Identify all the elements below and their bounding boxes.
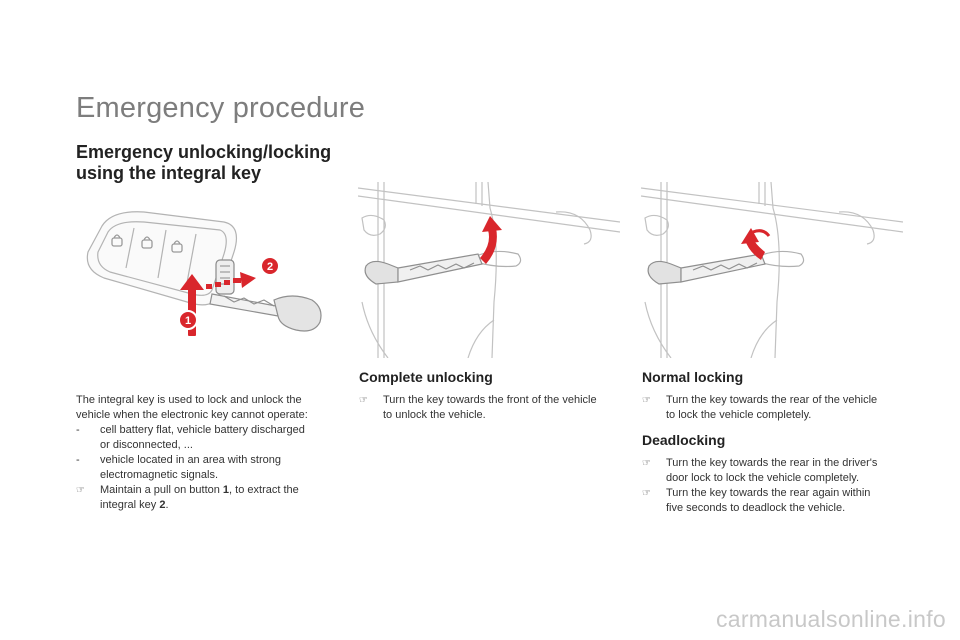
dash-bullet: - xyxy=(76,454,80,466)
instruction-text: Turn the key towards the rear of the veh… xyxy=(666,394,878,406)
pointing-finger-icon: ☞ xyxy=(76,485,85,496)
list-item-text: electromagnetic signals. xyxy=(100,469,219,481)
deadlocking-heading: Deadlocking xyxy=(642,432,726,448)
rotate-forward-arrow-icon xyxy=(480,216,502,264)
section-title: Emergency unlocking/locking using the in… xyxy=(76,142,376,184)
rotate-rearward-arrow-icon xyxy=(741,228,771,260)
badge-2-icon: 2 xyxy=(260,256,280,276)
step-text: integral key xyxy=(100,499,160,511)
dotted-arrow-right-icon xyxy=(206,272,256,289)
list-item-text: or disconnected, ... xyxy=(100,439,193,451)
lock-door-illustration xyxy=(641,182,903,358)
intro-line-1: The integral key is used to lock and unl… xyxy=(76,394,302,406)
instruction-text: Turn the key towards the front of the ve… xyxy=(383,394,597,406)
deadlocking-item-2: ☞ Turn the key towards the rear again wit… xyxy=(642,486,912,516)
normal-locking-text: ☞ Turn the key towards the rear of the ve… xyxy=(642,393,912,423)
instruction-text: Turn the key towards the rear in the dri… xyxy=(666,457,878,469)
list-item-extract-key: ☞ Maintain a pull on button 1, to extract… xyxy=(76,483,356,513)
step-text: . xyxy=(165,499,169,511)
intro-line-2: vehicle when the electronic key cannot o… xyxy=(76,409,308,421)
integral-key-blade-shape xyxy=(209,293,322,332)
list-item-text: cell battery flat, vehicle battery disch… xyxy=(100,424,305,436)
pointing-finger-icon: ☞ xyxy=(642,395,651,406)
unlock-door-illustration xyxy=(358,182,620,358)
watermark: carmanualsonline.info xyxy=(715,606,946,632)
complete-unlocking-text: ☞ Turn the key towards the front of the v… xyxy=(359,393,629,423)
pointing-finger-icon: ☞ xyxy=(359,395,368,406)
deadlocking-text: ☞ Turn the key towards the rear in the dr… xyxy=(642,456,912,516)
step-text: , to extract the xyxy=(229,484,299,496)
instruction-text: five seconds to deadlock the vehicle. xyxy=(666,502,846,514)
key-number: 2 xyxy=(159,499,166,511)
intro-text: The integral key is used to lock and unl… xyxy=(76,393,356,513)
key-extraction-illustration: 1 2 xyxy=(86,211,322,336)
list-item-electromagnetic: -vehicle located in an area with strong … xyxy=(76,453,356,483)
pointing-finger-icon: ☞ xyxy=(642,458,651,469)
integral-key-shape xyxy=(647,253,766,285)
fob-button-icons xyxy=(111,234,183,253)
instruction-text: to unlock the vehicle. xyxy=(383,409,486,421)
section-title-line-2: using the integral key xyxy=(76,163,262,183)
badge-2-label: 2 xyxy=(267,261,273,273)
instruction-text: door lock to lock the vehicle completely… xyxy=(666,472,859,484)
section-title-line-1: Emergency unlocking/locking xyxy=(76,142,332,162)
dash-bullet: - xyxy=(76,424,80,436)
list-item-text: vehicle located in an area with strong xyxy=(100,454,281,466)
page-title: Emergency procedure xyxy=(76,92,366,124)
badge-1-icon: 1 xyxy=(178,310,198,330)
normal-locking-heading: Normal locking xyxy=(642,369,744,385)
door-handle-shape xyxy=(758,250,805,268)
badge-1-label: 1 xyxy=(185,315,191,327)
complete-unlocking-heading: Complete unlocking xyxy=(359,369,493,385)
list-item-battery: - cell battery flat, vehicle battery disc… xyxy=(76,423,356,453)
remote-key-fob-shape xyxy=(86,211,237,306)
deadlocking-item-1: ☞ Turn the key towards the rear in the dr… xyxy=(642,456,912,486)
step-text: Maintain a pull on button xyxy=(100,484,223,496)
button-number: 1 xyxy=(222,484,230,496)
instruction-text: to lock the vehicle completely. xyxy=(666,409,812,421)
door-handle-shape xyxy=(475,250,522,268)
integral-key-shape xyxy=(364,253,483,285)
instruction-text: Turn the key towards the rear again with… xyxy=(666,487,871,499)
pointing-finger-icon: ☞ xyxy=(642,488,651,499)
release-button-shape xyxy=(215,259,235,295)
